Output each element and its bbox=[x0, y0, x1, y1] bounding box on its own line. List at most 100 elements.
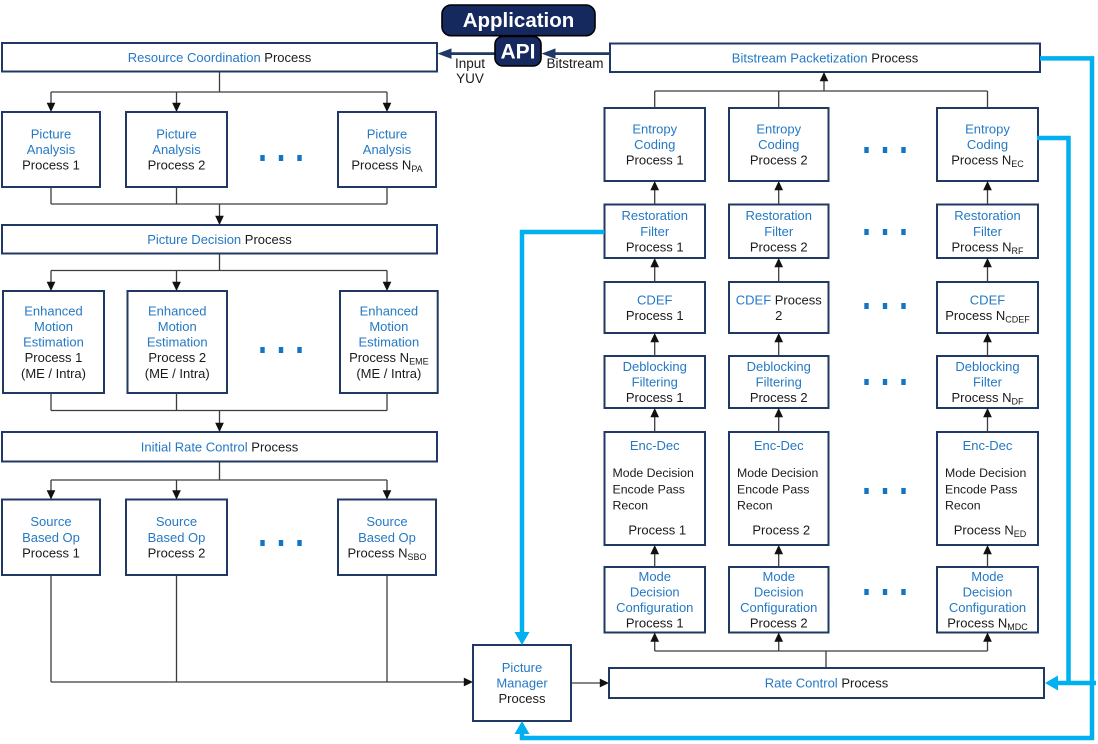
svg-text:Process: Process bbox=[499, 691, 546, 706]
svg-text:API: API bbox=[500, 41, 535, 64]
svg-text:Process 2: Process 2 bbox=[750, 616, 808, 631]
svg-text:Deblocking: Deblocking bbox=[623, 359, 687, 374]
svg-text:Deblocking: Deblocking bbox=[955, 359, 1019, 374]
svg-text:Process 1: Process 1 bbox=[626, 153, 684, 168]
svg-text:Process 2: Process 2 bbox=[148, 545, 206, 560]
svg-text:(ME / Intra): (ME / Intra) bbox=[21, 366, 86, 381]
svg-text:Motion: Motion bbox=[158, 319, 197, 334]
svg-text:Process 2: Process 2 bbox=[750, 239, 808, 254]
svg-text:Decision: Decision bbox=[630, 585, 680, 600]
svg-text:Recon: Recon bbox=[613, 499, 649, 513]
svg-text:Picture Decision Process: Picture Decision Process bbox=[147, 232, 292, 247]
svg-text:Mode: Mode bbox=[971, 569, 1004, 584]
svg-text:Analysis: Analysis bbox=[152, 142, 201, 157]
svg-text:Motion: Motion bbox=[34, 319, 73, 334]
svg-text:Bitstream: Bitstream bbox=[546, 56, 603, 71]
svg-text:Encode Pass: Encode Pass bbox=[737, 483, 809, 497]
svg-text:Filtering: Filtering bbox=[756, 375, 802, 390]
svg-text:Enc-Dec: Enc-Dec bbox=[754, 438, 804, 453]
svg-text:Mode Decision: Mode Decision bbox=[613, 466, 694, 480]
svg-text:Mode Decision: Mode Decision bbox=[737, 466, 818, 480]
svg-text:Configuration: Configuration bbox=[740, 600, 817, 615]
svg-text:Enc-Dec: Enc-Dec bbox=[963, 438, 1013, 453]
svg-text:Process 2: Process 2 bbox=[750, 390, 808, 405]
svg-text:Entropy: Entropy bbox=[756, 121, 801, 136]
svg-text:Enhanced: Enhanced bbox=[24, 303, 83, 318]
svg-text:Restoration: Restoration bbox=[954, 208, 1020, 223]
svg-text:Encode Pass: Encode Pass bbox=[945, 483, 1017, 497]
svg-text:Filter: Filter bbox=[973, 375, 1003, 390]
svg-text:Filtering: Filtering bbox=[632, 375, 678, 390]
svg-text:Recon: Recon bbox=[945, 499, 981, 513]
svg-text:Process NCDEF: Process NCDEF bbox=[945, 308, 1030, 325]
svg-text:Process 1: Process 1 bbox=[25, 350, 83, 365]
svg-text:Manager: Manager bbox=[496, 676, 548, 691]
svg-text:Process 1: Process 1 bbox=[626, 390, 684, 405]
svg-text:Decision: Decision bbox=[963, 585, 1013, 600]
svg-text:Estimation: Estimation bbox=[147, 335, 208, 350]
svg-text:Source: Source bbox=[156, 514, 197, 529]
svg-text:Decision: Decision bbox=[754, 585, 804, 600]
svg-text:Process NSBO: Process NSBO bbox=[348, 545, 427, 562]
svg-text:Based Op: Based Op bbox=[358, 530, 416, 545]
svg-text:2: 2 bbox=[775, 308, 782, 323]
svg-text:Entropy: Entropy bbox=[632, 121, 677, 136]
svg-text:Coding: Coding bbox=[758, 137, 799, 152]
svg-text:Encode Pass: Encode Pass bbox=[613, 483, 685, 497]
svg-text:Configuration: Configuration bbox=[616, 600, 693, 615]
svg-text:Enhanced: Enhanced bbox=[360, 303, 419, 318]
svg-text:Rate Control Process: Rate Control Process bbox=[765, 676, 889, 691]
svg-text:Restoration: Restoration bbox=[622, 208, 688, 223]
svg-text:CDEF: CDEF bbox=[637, 292, 672, 307]
svg-text:Filter: Filter bbox=[640, 224, 670, 239]
svg-text:Process 1: Process 1 bbox=[22, 158, 80, 173]
svg-text:Bitstream Packetization Proces: Bitstream Packetization Process bbox=[732, 50, 919, 65]
svg-text:(ME / Intra): (ME / Intra) bbox=[145, 366, 210, 381]
svg-text:Entropy: Entropy bbox=[965, 121, 1010, 136]
svg-text:Estimation: Estimation bbox=[358, 335, 419, 350]
svg-text:Resource Coordination Process: Resource Coordination Process bbox=[128, 50, 312, 65]
svg-text:Filter: Filter bbox=[973, 224, 1003, 239]
svg-text:Restoration: Restoration bbox=[746, 208, 812, 223]
svg-text:Input: Input bbox=[455, 56, 485, 71]
svg-text:Estimation: Estimation bbox=[23, 335, 84, 350]
svg-text:Coding: Coding bbox=[634, 137, 675, 152]
svg-text:Process NMDC: Process NMDC bbox=[947, 616, 1028, 633]
svg-text:Source: Source bbox=[366, 514, 407, 529]
svg-text:Based Op: Based Op bbox=[22, 530, 80, 545]
svg-text:Based Op: Based Op bbox=[148, 530, 206, 545]
svg-text:Recon: Recon bbox=[737, 499, 773, 513]
svg-text:Analysis: Analysis bbox=[363, 142, 412, 157]
svg-text:Process 2: Process 2 bbox=[750, 153, 808, 168]
svg-text:CDEF Process: CDEF Process bbox=[736, 292, 822, 307]
svg-text:Filter: Filter bbox=[764, 224, 794, 239]
svg-text:Picture: Picture bbox=[367, 126, 407, 141]
svg-text:Process NDF: Process NDF bbox=[952, 390, 1024, 407]
svg-text:Process 1: Process 1 bbox=[626, 308, 684, 323]
svg-text:Analysis: Analysis bbox=[27, 142, 76, 157]
svg-text:(ME / Intra): (ME / Intra) bbox=[356, 366, 421, 381]
svg-text:CDEF: CDEF bbox=[970, 292, 1005, 307]
svg-text:Process 1: Process 1 bbox=[626, 239, 684, 254]
svg-text:Application: Application bbox=[463, 9, 575, 32]
svg-text:Process 1: Process 1 bbox=[626, 616, 684, 631]
svg-text:Picture: Picture bbox=[156, 126, 196, 141]
svg-text:Process NPA: Process NPA bbox=[351, 158, 422, 175]
svg-text:Initial Rate Control Process: Initial Rate Control Process bbox=[141, 439, 299, 454]
svg-text:Process 2: Process 2 bbox=[148, 350, 206, 365]
svg-text:Coding: Coding bbox=[967, 137, 1008, 152]
svg-text:Deblocking: Deblocking bbox=[747, 359, 811, 374]
svg-text:YUV: YUV bbox=[456, 71, 484, 86]
svg-text:Process NRF: Process NRF bbox=[952, 239, 1024, 256]
svg-text:Picture: Picture bbox=[502, 660, 542, 675]
svg-text:Process NED: Process NED bbox=[954, 523, 1027, 540]
svg-text:Motion: Motion bbox=[369, 319, 408, 334]
svg-text:Picture: Picture bbox=[31, 126, 71, 141]
svg-text:Enhanced: Enhanced bbox=[148, 303, 207, 318]
svg-text:Process NEC: Process NEC bbox=[951, 153, 1024, 170]
svg-text:Mode Decision: Mode Decision bbox=[945, 466, 1026, 480]
svg-text:Process NEME: Process NEME bbox=[349, 350, 428, 367]
svg-text:Process 2: Process 2 bbox=[752, 523, 810, 538]
svg-text:Enc-Dec: Enc-Dec bbox=[630, 438, 680, 453]
svg-text:Process 2: Process 2 bbox=[148, 158, 206, 173]
